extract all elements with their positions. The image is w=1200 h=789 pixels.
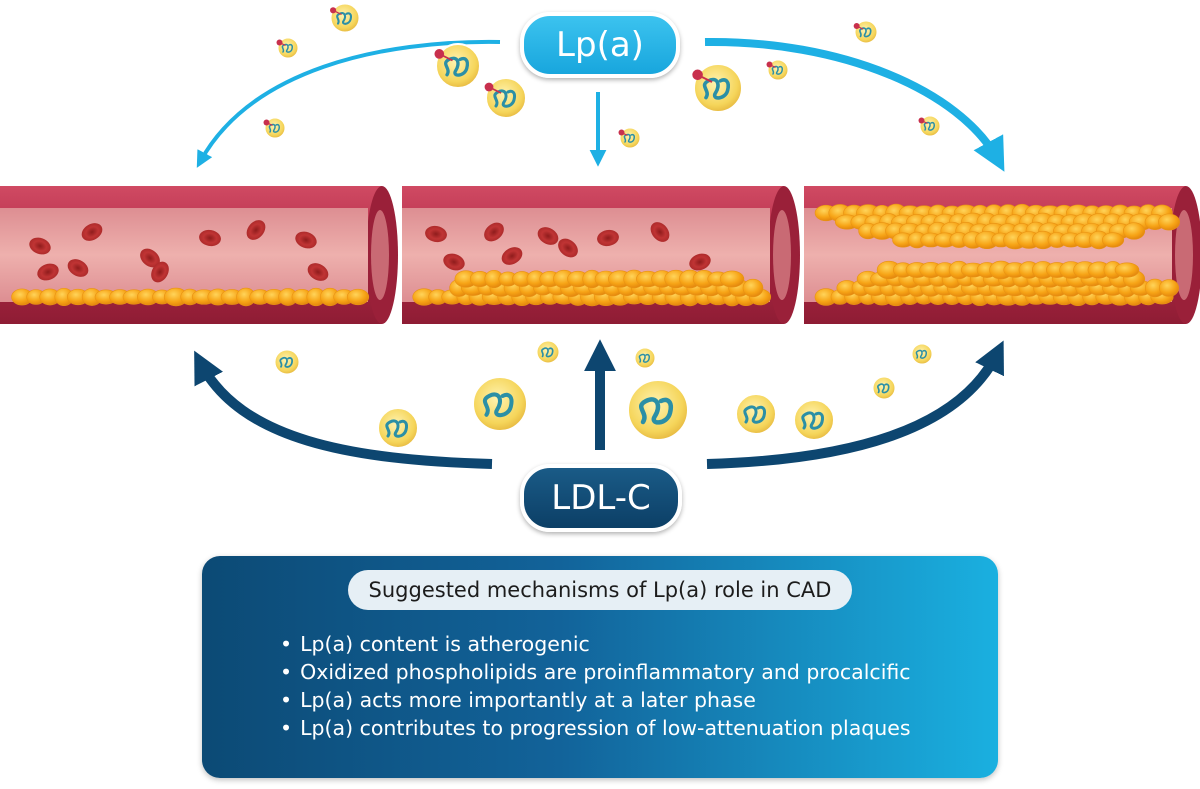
- vessel-early-stage: [0, 186, 398, 324]
- vessel-intermediate-stage: [402, 186, 800, 324]
- plaque-cell-icon: [719, 270, 745, 288]
- ldl-particle-icon: [274, 349, 300, 375]
- red-blood-cell-icon: [67, 259, 89, 277]
- ldl-c-label: LDL-C: [520, 464, 682, 532]
- plaque-cell-icon: [346, 288, 370, 306]
- vessel-lumen-end: [371, 210, 389, 300]
- plaque-cell-icon: [742, 278, 764, 298]
- vessel-lumen-end: [773, 210, 791, 300]
- lpa-particle-icon: [263, 117, 286, 139]
- lpa-particle-icon: [766, 59, 789, 81]
- red-blood-cell-icon: [501, 247, 523, 265]
- ldl-particle-icon: [634, 347, 656, 369]
- vessel-lumen: [0, 208, 368, 302]
- red-blood-cell-icon: [199, 229, 221, 247]
- ldl-particle-icon: [735, 393, 777, 435]
- lpa-arrow-right: [704, 37, 1005, 172]
- red-blood-cell-icon: [81, 223, 103, 241]
- lpa-particle-icon: [918, 115, 941, 137]
- vessel-lumen-end: [1175, 210, 1193, 300]
- plaque-cell-icon: [1158, 213, 1180, 231]
- red-blood-cell-icon: [246, 220, 266, 240]
- red-blood-cell-icon: [597, 229, 619, 247]
- lpa-particle-icon: [330, 3, 360, 33]
- red-blood-cell-icon: [307, 263, 329, 281]
- vessel-advanced-stage: [804, 186, 1200, 324]
- ldl-particle-icon: [536, 340, 560, 364]
- ldl-particle-icon: [472, 376, 528, 432]
- red-blood-cell-icon: [425, 225, 447, 243]
- red-blood-cell-icon: [558, 238, 578, 258]
- red-blood-cell-icon: [37, 263, 59, 281]
- red-blood-cell-icon: [689, 253, 711, 271]
- mechanisms-title: Suggested mechanisms of Lp(a) role in CA…: [348, 570, 852, 610]
- plaque-cell-icon: [1122, 222, 1146, 240]
- lpa-particle-icon: [692, 63, 743, 113]
- red-blood-cell-icon: [443, 253, 465, 271]
- ldl-particle-icon: [872, 376, 896, 400]
- red-blood-cell-icon: [295, 231, 317, 249]
- mechanisms-list: Lp(a) content is atherogenic Oxidized ph…: [280, 630, 911, 742]
- red-blood-cell-icon: [140, 248, 160, 268]
- ldl-arrow-left: [194, 350, 493, 469]
- plaque-cell-icon: [1101, 232, 1125, 248]
- plaque-cell-icon: [1158, 279, 1180, 297]
- red-blood-cell-icon: [151, 261, 169, 283]
- mechanism-item: Oxidized phospholipids are proinflammato…: [280, 658, 911, 686]
- particle-layer: [263, 3, 941, 449]
- lpa-particle-icon: [853, 20, 878, 44]
- ldl-particle-icon: [627, 379, 689, 441]
- ldl-particle-icon: [377, 407, 419, 449]
- ldl-arrow-right: [706, 340, 1004, 469]
- red-blood-cell-icon: [537, 227, 559, 245]
- vessel-row: [0, 186, 1200, 324]
- red-blood-cell-icon: [650, 222, 670, 242]
- red-blood-cell-icon: [29, 237, 51, 255]
- lpa-label: Lp(a): [520, 12, 680, 78]
- lpa-particle-icon: [276, 37, 299, 59]
- ldl-particle-icon: [793, 399, 835, 441]
- mechanism-item: Lp(a) content is atherogenic: [280, 630, 911, 658]
- ldl-arrows: [194, 339, 1004, 469]
- mechanism-item: Lp(a) acts more importantly at a later p…: [280, 686, 911, 714]
- lpa-particle-icon: [484, 77, 527, 119]
- plaque-cell-icon: [1114, 262, 1140, 278]
- lpa-particle-icon: [434, 43, 481, 89]
- mechanisms-panel: Suggested mechanisms of Lp(a) role in CA…: [202, 556, 998, 778]
- lpa-arrows: [196, 37, 1005, 172]
- ldl-particle-icon: [911, 343, 933, 365]
- lpa-arrow-left: [196, 39, 501, 168]
- red-blood-cell-icon: [484, 222, 504, 242]
- lpa-particle-icon: [618, 127, 641, 149]
- mechanism-item: Lp(a) contributes to progression of low-…: [280, 714, 911, 742]
